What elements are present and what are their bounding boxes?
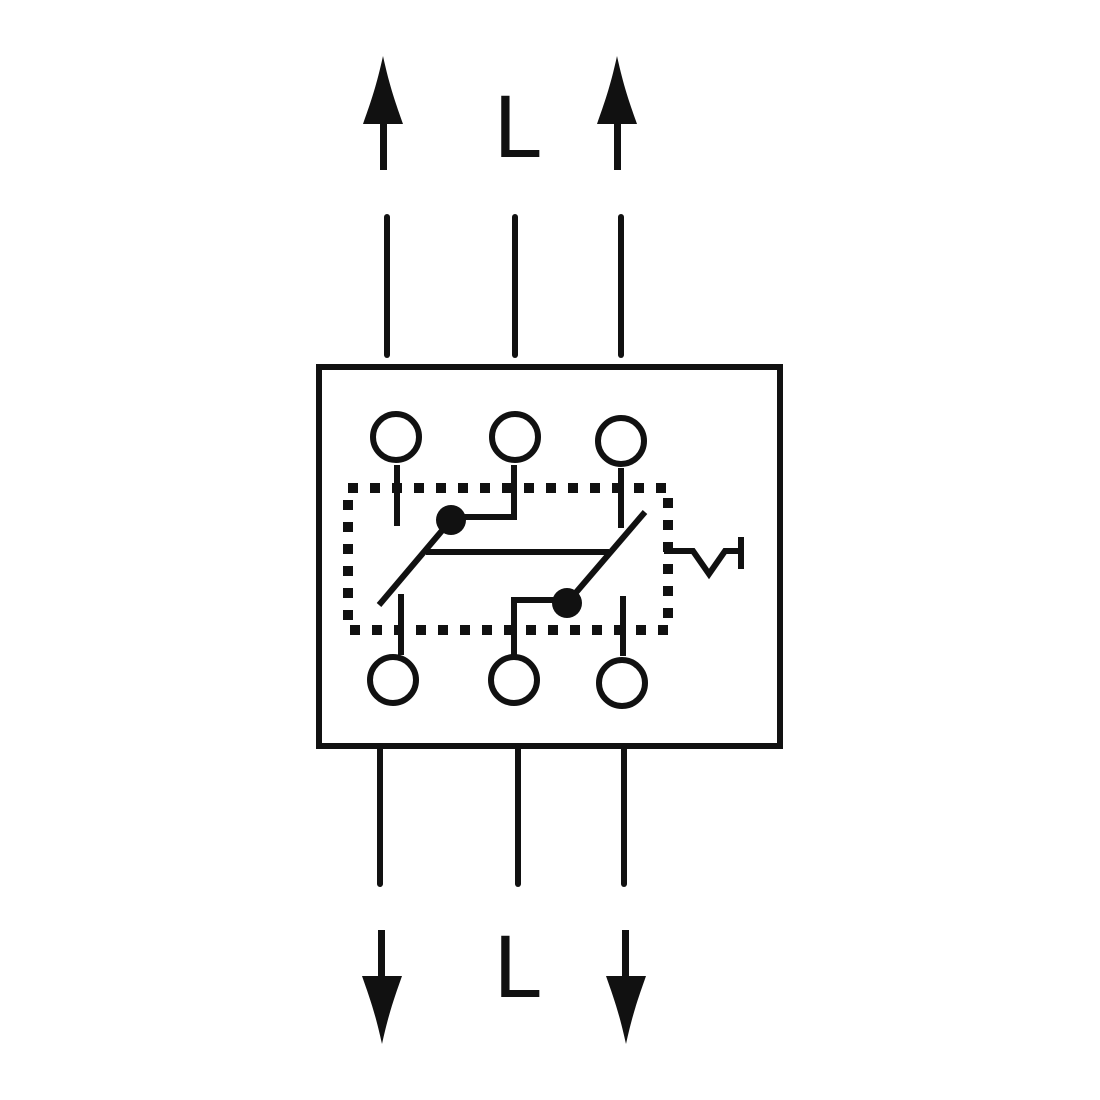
top-terminal-1 bbox=[370, 411, 422, 463]
bottom-left-down-arrow bbox=[362, 930, 402, 1044]
bottom-terminal-stub-2 bbox=[511, 597, 567, 655]
bottom-right-down-arrow bbox=[606, 930, 646, 1044]
pivot-dot-2 bbox=[552, 588, 582, 618]
top-terminal-stub-2 bbox=[455, 465, 517, 520]
top-right-up-arrow bbox=[597, 56, 637, 170]
switch-blade-3 bbox=[564, 510, 648, 605]
bottom-terminal-2 bbox=[488, 654, 540, 706]
switch-enclosure bbox=[316, 364, 783, 749]
trip-actuator-symbol bbox=[664, 537, 744, 580]
top-terminal-3 bbox=[595, 415, 647, 467]
switch-blade-1 bbox=[376, 518, 454, 607]
top-line-label: L bbox=[493, 79, 540, 177]
bottom-terminal-3 bbox=[596, 657, 648, 709]
bottom-terminal-1 bbox=[367, 654, 419, 706]
mechanical-linkage-outline bbox=[343, 483, 673, 635]
pivot-dot-1 bbox=[436, 505, 466, 535]
top-terminal-2 bbox=[489, 411, 541, 463]
bottom-line-label: L bbox=[493, 919, 540, 1017]
top-left-up-arrow bbox=[363, 56, 403, 170]
